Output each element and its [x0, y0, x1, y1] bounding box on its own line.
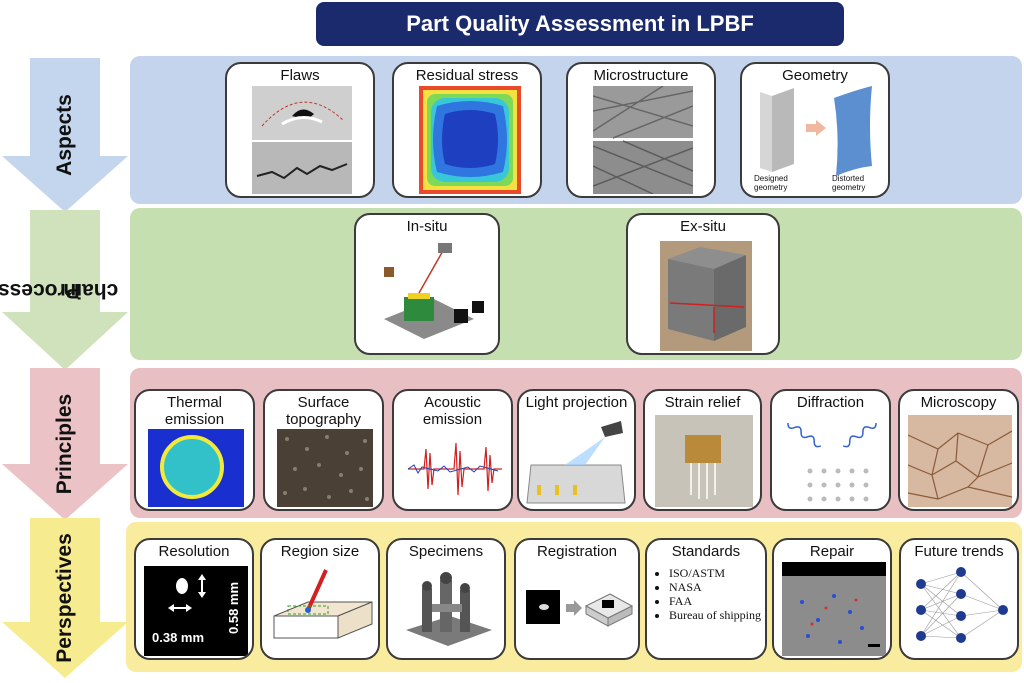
strain-relief-title: Strain relief: [664, 394, 741, 411]
flaws-card: Flaws: [225, 62, 375, 198]
thermal-emission-title-line2: emission: [164, 411, 225, 428]
repair-title: Repair: [809, 543, 855, 560]
ex-situ-card: Ex-situ: [626, 213, 780, 355]
in-situ-title: In-situ: [406, 218, 448, 235]
specimens-title: Specimens: [408, 543, 484, 560]
perspectives-arrow: Perspectives: [2, 518, 128, 678]
surface-topography-title-line1: Surface: [297, 394, 350, 411]
microstructure-card: Microstructure: [566, 62, 716, 198]
residual-stress-card: Residual stress: [392, 62, 542, 198]
future-trends-title: Future trends: [914, 543, 1004, 560]
standards-card: Standards ISO/ASTM NASA FAA Bureau of sh…: [645, 538, 767, 660]
standards-item-nasa: NASA: [669, 580, 765, 594]
perspectives-arrow-shape: [2, 518, 128, 678]
acoustic-emission-title-line2: emission: [422, 411, 483, 428]
principles-label: Principles: [52, 393, 76, 495]
in-situ-card: In-situ: [354, 213, 500, 355]
process-label-line2: chain: [63, 279, 119, 302]
specimens-image: [396, 564, 500, 656]
microstructure-title: Microstructure: [593, 67, 689, 84]
ex-situ-title: Ex-situ: [680, 218, 726, 235]
diffraction-image: [780, 415, 884, 507]
specimens-card: Specimens: [386, 538, 506, 660]
geometry-card: Geometry Designed geometry Distorted geo…: [740, 62, 890, 198]
thermal-emission-title-line1: Thermal: [166, 394, 222, 411]
microscopy-card: Microscopy: [898, 389, 1019, 511]
process-arrow-shape: [2, 210, 128, 370]
light-projection-image: [525, 415, 631, 507]
standards-item-faa: FAA: [669, 594, 765, 608]
diffraction-title: Diffraction: [796, 394, 865, 411]
flaws-title: Flaws: [280, 67, 320, 84]
residual-stress-title: Residual stress: [415, 67, 519, 84]
surface-topography-title-line2: topography: [285, 411, 362, 428]
microscopy-image: [908, 415, 1012, 507]
future-trends-image: [909, 564, 1013, 656]
neural-network-icon: [909, 564, 1013, 656]
light-projection-title: Light projection: [525, 394, 628, 411]
region-size-title: Region size: [280, 543, 360, 560]
resolution-width-label: 0.38 mm: [152, 630, 205, 645]
aspects-arrow: Aspects: [2, 58, 128, 212]
standards-title: Standards: [671, 543, 741, 560]
ex-situ-image: [660, 241, 752, 351]
page-title: Part Quality Assessment in LPBF: [316, 2, 844, 46]
residual-stress-image: [419, 86, 521, 194]
geometry-title: Geometry: [782, 67, 848, 84]
registration-title: Registration: [536, 543, 618, 560]
registration-card: Registration: [514, 538, 640, 660]
repair-card: Repair: [772, 538, 892, 660]
designed-geometry-label: Designed geometry: [754, 174, 788, 192]
distorted-geometry-label: Distorted geometry: [832, 174, 866, 192]
region-size-image: [268, 564, 376, 656]
repair-image: [782, 562, 886, 656]
resolution-marks: [168, 574, 206, 612]
process-band: [130, 208, 1022, 360]
resolution-image: 0.38 mm 0.58 mm: [144, 566, 248, 656]
aspects-label: Aspects: [52, 94, 76, 176]
thermal-emission-image: [148, 429, 244, 507]
strain-relief-card: Strain relief: [643, 389, 762, 511]
in-situ-image: [364, 239, 494, 351]
standards-item-bureau: Bureau of shipping: [669, 608, 765, 622]
resolution-card: Resolution 0.38 mm 0.58 mm: [134, 538, 254, 660]
registration-image: [522, 566, 636, 656]
aspects-arrow-shape: [2, 58, 128, 212]
light-projection-card: Light projection: [517, 389, 636, 511]
resolution-height-label: 0.58 mm: [226, 581, 241, 634]
principles-arrow: Principles: [2, 368, 128, 520]
acoustic-emission-title-line1: Acoustic: [424, 394, 481, 411]
acoustic-emission-image: [404, 429, 504, 507]
standards-item-iso: ISO/ASTM: [669, 566, 765, 580]
flaws-image: [252, 86, 352, 194]
microscopy-title: Microscopy: [920, 394, 997, 411]
geometry-image: Designed geometry Distorted geometry: [754, 86, 880, 194]
strain-relief-image: [655, 415, 753, 507]
resolution-title: Resolution: [158, 543, 230, 560]
diffraction-card: Diffraction: [770, 389, 891, 511]
microstructure-image: [593, 86, 693, 194]
region-size-card: Region size: [260, 538, 380, 660]
perspectives-label: Perspectives: [53, 533, 76, 663]
principles-arrow-shape: [2, 368, 128, 520]
surface-topography-image: [277, 429, 373, 507]
future-trends-card: Future trends: [899, 538, 1019, 660]
standards-list: ISO/ASTM NASA FAA Bureau of shipping: [655, 566, 765, 622]
